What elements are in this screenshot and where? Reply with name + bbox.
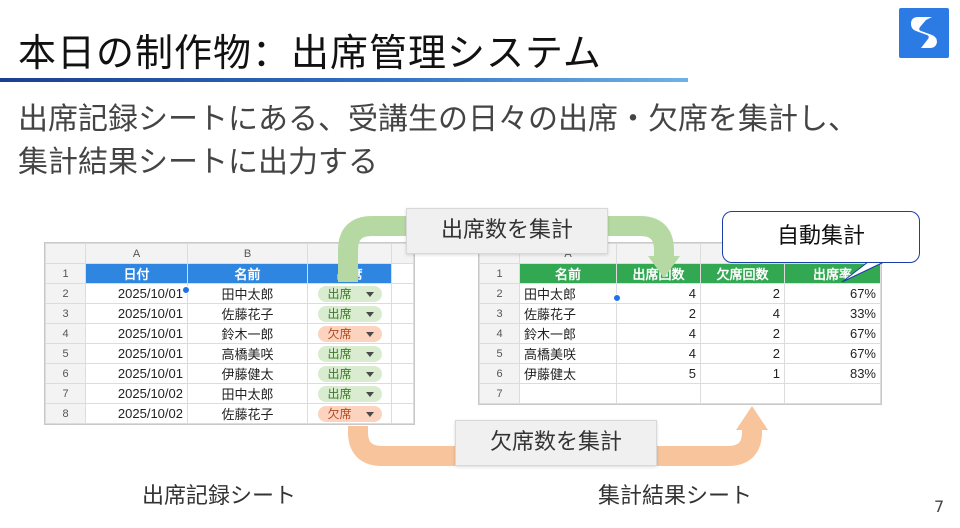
table-row: 7 — [479, 383, 881, 404]
selection-handle[interactable] — [182, 286, 190, 294]
column-header-b[interactable]: B — [187, 243, 308, 264]
attendance-cell[interactable]: 欠席 — [307, 403, 392, 424]
status-dropdown-chip[interactable]: 出席 — [317, 365, 382, 382]
date-cell[interactable]: 2025/10/01 — [85, 323, 188, 344]
date-cell[interactable]: 2025/10/02 — [85, 403, 188, 424]
row-header[interactable]: 8 — [45, 403, 86, 424]
status-dropdown-chip[interactable]: 欠席 — [317, 405, 382, 422]
record-sheet-caption: 出席記録シート — [142, 484, 297, 509]
title-underline — [0, 78, 688, 82]
absence-count-label: 欠席数を集計 — [455, 420, 657, 466]
row-header[interactable]: 6 — [45, 363, 86, 384]
status-dropdown-chip[interactable]: 出席 — [317, 305, 382, 322]
callout-tail — [841, 261, 885, 283]
date-cell[interactable]: 2025/10/01 — [85, 343, 188, 364]
header-name[interactable]: 名前 — [187, 263, 308, 284]
date-cell[interactable]: 2025/10/02 — [85, 383, 188, 404]
header-absent-count[interactable]: 欠席回数 — [700, 263, 785, 284]
s-logo-icon — [899, 8, 949, 58]
row-header[interactable]: 3 — [479, 303, 520, 324]
name-cell[interactable]: 鈴木一郎 — [187, 323, 308, 344]
row-header[interactable]: 1 — [45, 263, 86, 284]
row-header[interactable]: 6 — [479, 363, 520, 384]
auto-aggregate-callout: 自動集計 — [722, 211, 920, 263]
row-header[interactable]: 2 — [479, 283, 520, 304]
name-cell[interactable]: 田中太郎 — [187, 283, 308, 304]
page-number: 7 — [934, 497, 945, 516]
name-cell[interactable]: 佐藤花子 — [519, 303, 617, 324]
selection-handle[interactable] — [613, 294, 621, 302]
slide-title: 本日の制作物：出席管理システム — [18, 31, 602, 75]
slide-description: 出席記録シートにある、受講生の日々の出席・欠席を集計し、 集計結果シートに出力す… — [18, 98, 858, 184]
status-dropdown-chip[interactable]: 出席 — [317, 285, 382, 302]
column-header-row: A B C — [45, 243, 414, 264]
attendance-cell[interactable]: 出席 — [307, 383, 392, 404]
row-header[interactable]: 2 — [45, 283, 86, 304]
status-dropdown-chip[interactable]: 出席 — [317, 345, 382, 362]
description-line-2: 集計結果シートに出力する — [18, 145, 378, 180]
empty-cell[interactable] — [784, 383, 881, 404]
attendance-cell[interactable]: 出席 — [307, 343, 392, 364]
status-dropdown-chip[interactable]: 出席 — [317, 385, 382, 402]
attendance-count-label: 出席数を集計 — [406, 208, 608, 254]
row-header[interactable]: 5 — [479, 343, 520, 364]
name-cell[interactable]: 佐藤花子 — [187, 403, 308, 424]
header-name[interactable]: 名前 — [519, 263, 617, 284]
status-dropdown-chip[interactable]: 欠席 — [317, 325, 382, 342]
description-line-1: 出席記録シートにある、受講生の日々の出席・欠席を集計し、 — [18, 102, 858, 137]
summary-sheet-caption: 集計結果シート — [598, 484, 753, 509]
attendance-arrowhead — [648, 256, 680, 278]
attendance-cell[interactable]: 欠席 — [307, 323, 392, 344]
date-cell[interactable]: 2025/10/01 — [85, 303, 188, 324]
empty-cell[interactable] — [391, 403, 414, 424]
attendance-rate-cell[interactable]: 67% — [784, 343, 881, 364]
header-attendance-rate[interactable]: 出席率 — [784, 263, 881, 284]
row-header[interactable]: 7 — [45, 383, 86, 404]
absence-arrowhead — [736, 406, 768, 430]
row-header[interactable]: 7 — [479, 383, 520, 404]
